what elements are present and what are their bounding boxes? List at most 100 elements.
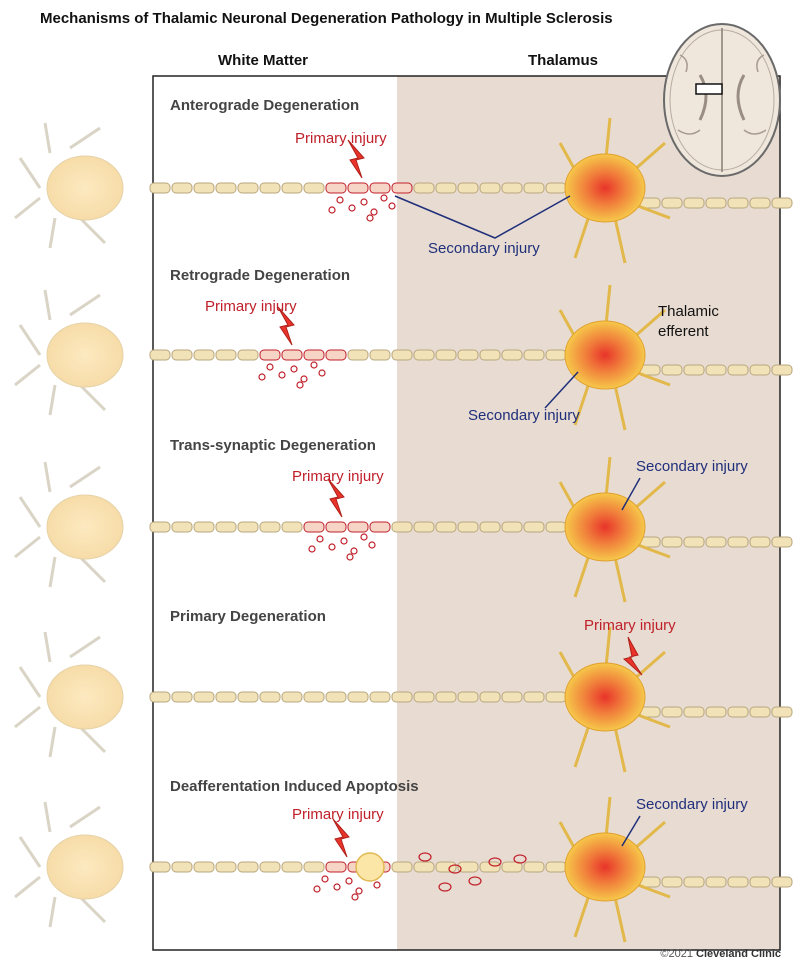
debris-fragment — [355, 887, 363, 895]
axon-segment — [413, 521, 435, 533]
debris-fragment — [340, 537, 348, 545]
white-matter-dendrites — [14, 122, 107, 249]
efferent-axon-segment — [661, 876, 683, 888]
axon-segment — [391, 691, 413, 703]
axon-segment — [281, 861, 303, 873]
debris-fragment — [388, 202, 396, 210]
efferent-axon-segment — [771, 536, 793, 548]
axon-segment — [237, 349, 259, 361]
axon-segment — [545, 521, 567, 533]
axon-segment — [171, 521, 193, 533]
axon-segment — [237, 691, 259, 703]
axon-segment — [237, 521, 259, 533]
axon-segment — [281, 521, 303, 533]
axon-segment — [215, 349, 237, 361]
axon-segment — [479, 861, 501, 873]
axon-segment — [149, 521, 171, 533]
axon-segment — [215, 861, 237, 873]
debris-fragment — [448, 864, 462, 874]
lightning-icon — [622, 636, 643, 676]
axon-segment — [347, 349, 369, 361]
debris-fragment — [368, 541, 376, 549]
axon-segment — [259, 182, 281, 194]
panel-label-deafferentation: Deafferentation Induced Apoptosis — [170, 778, 419, 795]
debris-fragment — [345, 877, 353, 885]
debris-fragment — [316, 535, 324, 543]
pathway-row-1 — [14, 117, 793, 264]
secondary-injury-pointer-2 — [544, 371, 579, 409]
efferent-axon-segment — [661, 706, 683, 718]
axon-segment — [369, 349, 391, 361]
axon-segment — [149, 349, 171, 361]
efferent-axon-segment — [727, 536, 749, 548]
axon-segment — [413, 349, 435, 361]
axon-segment — [545, 691, 567, 703]
thalamic-dendrites — [558, 284, 671, 431]
efferent-axon-segment — [749, 706, 771, 718]
axon-segment — [479, 521, 501, 533]
axon-segment — [281, 182, 303, 194]
axon-segment — [435, 182, 457, 194]
efferent-axon-segment — [661, 536, 683, 548]
debris-fragment — [318, 369, 326, 377]
axon-segment — [281, 691, 303, 703]
panel-label-anterograde: Anterograde Degeneration — [170, 97, 360, 114]
figure-title: Mechanisms of Thalamic Neuronal Degenera… — [40, 10, 613, 27]
axon-segment — [215, 521, 237, 533]
debris-fragment — [346, 553, 354, 561]
secondary-injury-pointer-1 — [394, 195, 571, 239]
efferent-axon-segment — [727, 706, 749, 718]
axon-segment — [501, 691, 523, 703]
efferent-axon-segment — [661, 197, 683, 209]
debris-fragment — [313, 885, 321, 893]
debris-fragment — [310, 361, 318, 369]
debris-fragment — [351, 893, 359, 901]
efferent-axon-segment — [749, 364, 771, 376]
lightning-icon — [277, 306, 295, 346]
axon-segment — [545, 861, 567, 873]
axon-segment — [259, 861, 281, 873]
thalamic-neuron — [564, 662, 646, 732]
pathway-row-2 — [14, 284, 793, 431]
axon-segment — [237, 182, 259, 194]
debris-fragment — [328, 206, 336, 214]
axon-segment — [325, 349, 347, 361]
apoptotic-body — [355, 852, 385, 882]
debris-fragment — [488, 857, 502, 867]
axon-segment — [193, 182, 215, 194]
thalamic-dendrites — [558, 456, 671, 603]
efferent-axon-segment — [771, 364, 793, 376]
axon-segment — [237, 861, 259, 873]
axon-segment — [523, 861, 545, 873]
axon-segment — [413, 182, 435, 194]
secondary-injury-label-2: Secondary injury — [468, 407, 580, 424]
axon-segment — [457, 521, 479, 533]
axon-segment — [545, 182, 567, 194]
axon-segment — [215, 182, 237, 194]
thalamic-neuron — [564, 492, 646, 562]
efferent-axon-segment — [705, 364, 727, 376]
axon-segment — [347, 182, 369, 194]
column-header-thalamus: Thalamus — [528, 52, 599, 69]
axon-segment — [303, 521, 325, 533]
white-matter-neuron — [46, 834, 124, 900]
efferent-axon-segment — [727, 197, 749, 209]
axon-segment — [369, 691, 391, 703]
axon-segment — [149, 182, 171, 194]
axon-segment — [479, 349, 501, 361]
axon-segment — [391, 861, 413, 873]
pathway-row-5 — [14, 796, 793, 943]
axon-segment — [457, 182, 479, 194]
debris-fragment — [258, 373, 266, 381]
axon-segment — [259, 691, 281, 703]
debris-fragment — [360, 198, 368, 206]
debris-fragment — [333, 883, 341, 891]
secondary-injury-pointer-3 — [621, 477, 641, 511]
debris-fragment — [308, 545, 316, 553]
axon-segment — [347, 691, 369, 703]
axon-segment — [523, 349, 545, 361]
axon-segment — [193, 861, 215, 873]
axon-segment — [391, 349, 413, 361]
axon-segment — [325, 691, 347, 703]
